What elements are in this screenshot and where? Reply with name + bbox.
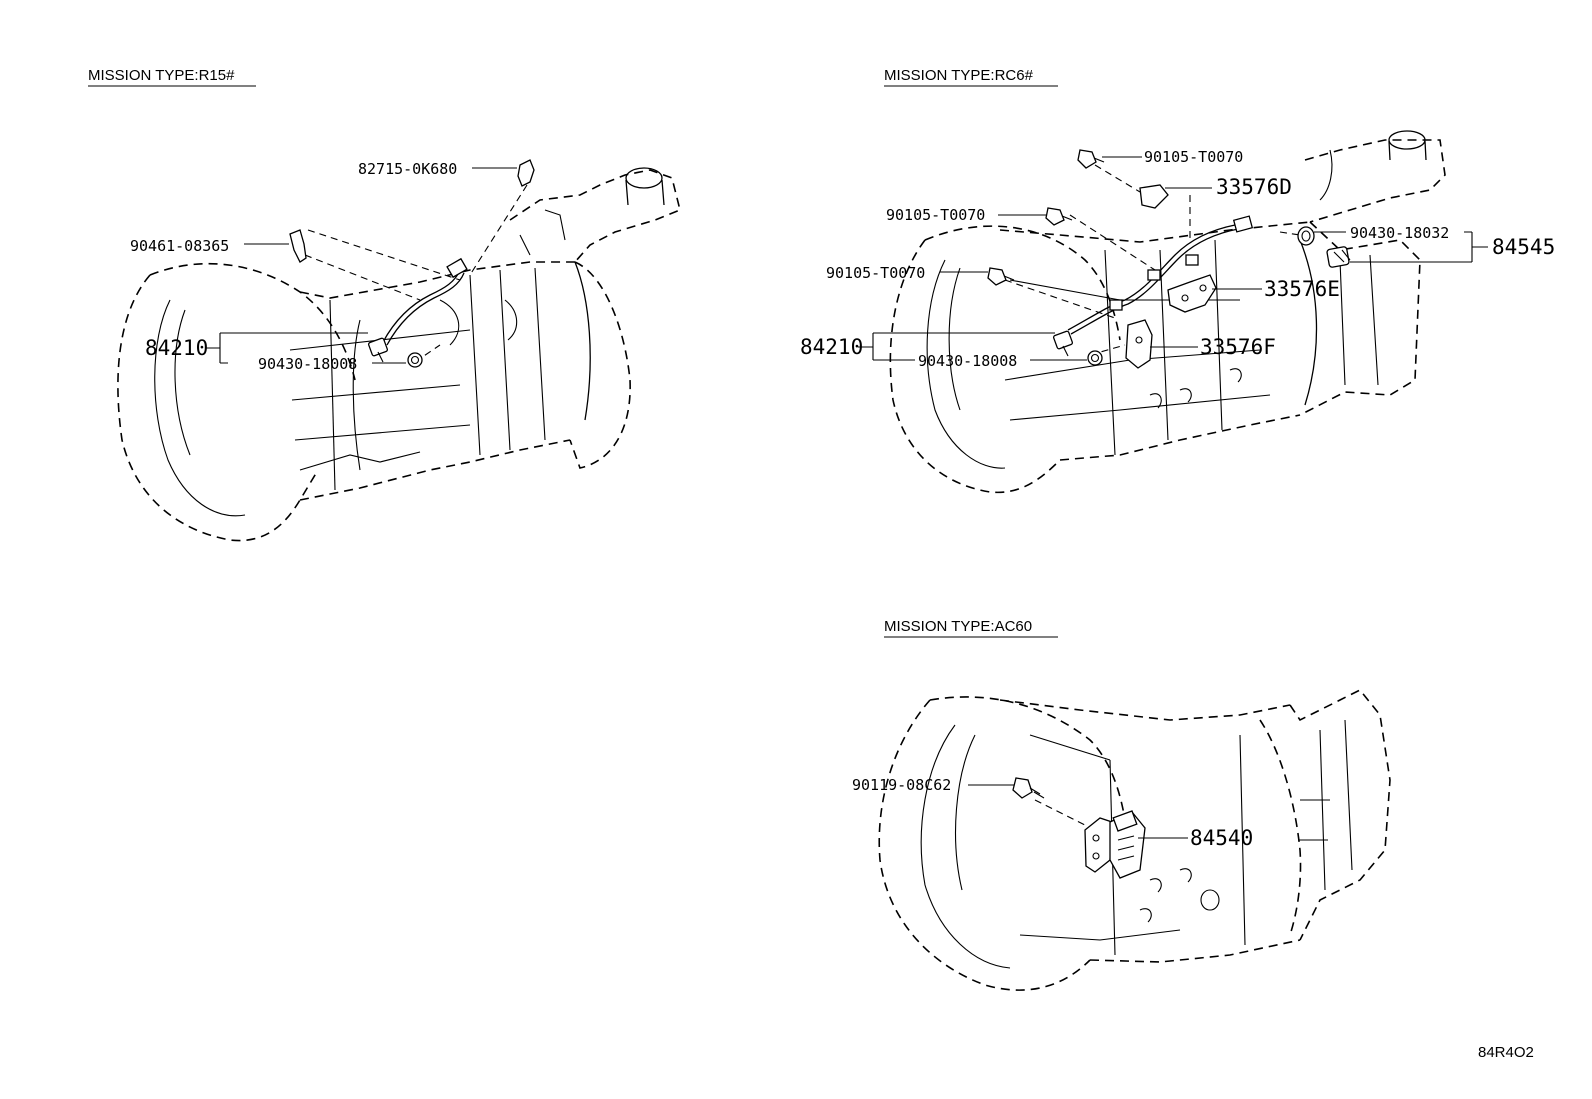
label-90430-18008-rc6: 90430-18008 [918, 352, 1017, 370]
back-up-lamp-switch-84210-rc6[interactable] [1053, 330, 1073, 357]
transmission-drawing-ac60 [878, 688, 1391, 991]
shift-lever-port [625, 167, 663, 189]
connector-shape [1232, 215, 1254, 233]
label-84545: 84545 [1492, 235, 1555, 259]
bolt-90105-a[interactable] [1077, 149, 1105, 169]
neutral-start-switch-84540[interactable] [1084, 810, 1146, 879]
bolt-90105-b[interactable] [1045, 207, 1073, 226]
bracket-33576d[interactable] [1139, 184, 1169, 209]
leader-84545-bracket [1314, 231, 1488, 263]
bolt-90105-c[interactable] [987, 267, 1015, 286]
label-90119-08c62: 90119-08C62 [852, 776, 951, 794]
section-r15: MISSION TYPE:R15# [88, 67, 681, 542]
transmission-drawing-rc6 [889, 130, 1446, 494]
case-boss [1200, 889, 1220, 911]
label-82715: 82715-0K680 [358, 160, 457, 178]
connector-shape [446, 257, 468, 279]
clip-90461[interactable] [289, 229, 307, 263]
section-heading-rc6: MISSION TYPE:RC6# [884, 67, 1034, 84]
label-84210-r15: 84210 [145, 336, 208, 360]
label-33576e: 33576E [1264, 277, 1340, 301]
bolt-90119-08c62[interactable] [1012, 777, 1045, 799]
back-up-lamp-switch-84210-r15[interactable] [368, 337, 388, 363]
switch-84545[interactable] [1326, 246, 1351, 268]
label-90430-18008-r15: 90430-18008 [258, 355, 357, 373]
section-heading-ac60: MISSION TYPE:AC60 [884, 618, 1032, 635]
label-90461: 90461-08365 [130, 237, 229, 255]
label-90105-b: 90105-T0070 [886, 206, 985, 224]
gasket-90430-18008-rc6[interactable] [1087, 350, 1103, 366]
section-heading-r15: MISSION TYPE:R15# [88, 67, 235, 84]
section-rc6: MISSION TYPE:RC6# [800, 67, 1555, 494]
clamp-shape [1109, 299, 1123, 311]
label-90430-18032: 90430-18032 [1350, 224, 1449, 242]
clamp-82715[interactable] [517, 159, 535, 187]
label-90105-a: 90105-T0070 [1144, 148, 1243, 166]
label-84210-rc6: 84210 [800, 335, 863, 359]
clamp-shape [1185, 254, 1199, 266]
bracket-33576f[interactable] [1125, 319, 1153, 369]
leader-84210-bracket [205, 332, 406, 364]
leader-84210-rc6-bracket [858, 332, 1087, 361]
shift-lever-port [1388, 130, 1426, 150]
bracket-33576e[interactable] [1167, 274, 1217, 313]
label-84540: 84540 [1190, 826, 1253, 850]
washer-90430-18032[interactable] [1297, 226, 1315, 246]
clamp-shape [1147, 269, 1161, 281]
transmission-drawing-r15 [117, 167, 681, 542]
label-90105-c: 90105-T0070 [826, 264, 925, 282]
section-ac60: MISSION TYPE:AC60 [852, 618, 1391, 991]
gasket-90430-18008-r15[interactable] [407, 352, 423, 368]
label-33576d: 33576D [1216, 175, 1292, 199]
gasket-hole [410, 355, 420, 365]
drawing-code: 84R4O2 [1478, 1044, 1534, 1061]
label-33576f: 33576F [1200, 335, 1276, 359]
